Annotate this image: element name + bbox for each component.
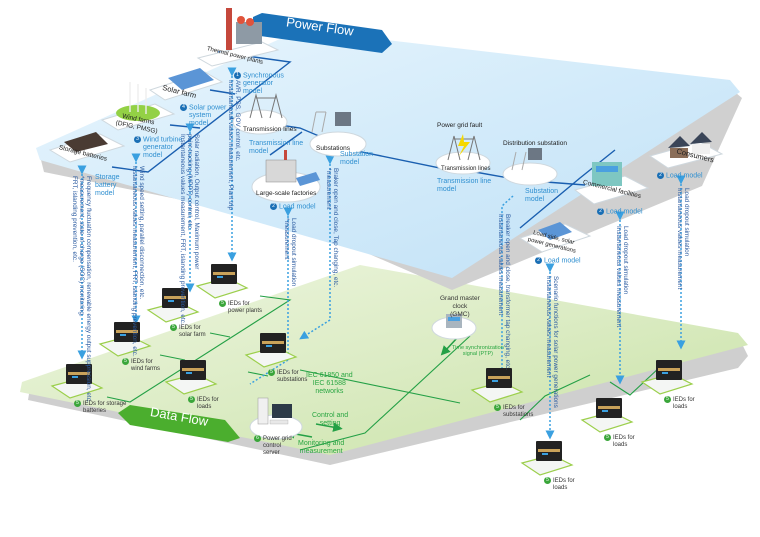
data-flow-platform — [20, 265, 748, 465]
badge-icon: 3 — [134, 136, 141, 143]
gmc-node — [431, 314, 477, 340]
storage-node — [48, 132, 126, 163]
badge-icon: 6 — [254, 435, 261, 442]
fault-transmission-node — [435, 134, 491, 175]
link-text-substation: Braker open and close, Tap changing, etc… — [325, 168, 339, 288]
badge-icon: 5 — [544, 477, 551, 484]
server-node — [249, 397, 303, 440]
badge-icon: 2 — [657, 172, 664, 179]
link-text-thermal: AVR, PSS, GOV control, etc.Instantaneous… — [227, 80, 241, 211]
substations-node — [309, 111, 367, 157]
consumers-node — [648, 132, 724, 169]
link-text-loadside: Scenario functions for solar power gener… — [545, 276, 559, 408]
commercial-node — [573, 162, 650, 205]
badge-icon: 5 — [122, 358, 129, 365]
badge-icon: 5 — [188, 396, 195, 403]
ied-device-ied-wind-farms — [98, 322, 152, 357]
factories-label: Large-scale factories — [256, 190, 317, 197]
power-flow-banner — [253, 13, 392, 53]
badge-icon: 5 — [74, 400, 81, 407]
fault-transmission-label: Transmission lines — [441, 166, 491, 172]
ptp-arrow — [440, 336, 459, 356]
badge-icon: 4 — [180, 104, 187, 111]
ied-device-ied-loads-left — [164, 360, 218, 395]
thermal-node — [196, 8, 280, 67]
ied-device-ied-substations-right — [470, 368, 524, 403]
badge-icon: 5 — [219, 300, 226, 307]
distribution-title: Distribution substation — [503, 140, 567, 147]
link-text-distribution: Breaker open and close, transformer tap … — [497, 214, 511, 370]
substations-label: Substations — [316, 145, 350, 152]
ied-device-ied-loads-a — [580, 398, 634, 433]
ied-device-ied-loads-c — [520, 441, 574, 476]
ied-device-ied-storage — [50, 364, 104, 399]
solar-farm-node — [148, 68, 224, 101]
control-arrow — [315, 422, 343, 432]
link-text-wind: Wind speed setting, parallel disconnecti… — [131, 166, 145, 357]
ied-device-ied-substations-left — [244, 333, 298, 368]
ied-device-ied-power-plants — [195, 264, 249, 299]
badge-icon: 5 — [494, 404, 501, 411]
data-lines — [106, 295, 661, 451]
ied-layer — [50, 264, 694, 476]
ied-device-ied-solar-farm — [146, 288, 200, 323]
badge-icon: 5 — [664, 396, 671, 403]
badge-icon: 2 — [597, 208, 604, 215]
data-flow-banner — [118, 405, 240, 442]
badge-icon: 2 — [270, 203, 277, 210]
distribution-substation-node — [502, 148, 558, 186]
link-text-factory: Load dropout simulation*measurement — [283, 218, 297, 287]
badge-icon: 2 — [535, 257, 542, 264]
badge-icon: 1 — [234, 72, 241, 79]
badge-icon: 5 — [170, 324, 177, 331]
badge-icon: 5 — [268, 369, 275, 376]
ied-device-ied-loads-b — [640, 360, 694, 395]
link-text-storage: Frequency fluctuation compensation, rene… — [71, 176, 92, 403]
transmission-lines-label: Transmission lines — [243, 126, 297, 133]
link-text-solar: Solar radiation, Output control, Maximum… — [179, 134, 200, 325]
transmission-lines-node — [232, 93, 288, 135]
wind-farm-node — [100, 82, 176, 131]
link-arrows — [77, 67, 686, 440]
badge-icon: 5 — [604, 434, 611, 441]
loadside-node — [518, 222, 592, 253]
factories-node — [251, 150, 321, 203]
fault-title: Power grid fault — [437, 122, 483, 129]
